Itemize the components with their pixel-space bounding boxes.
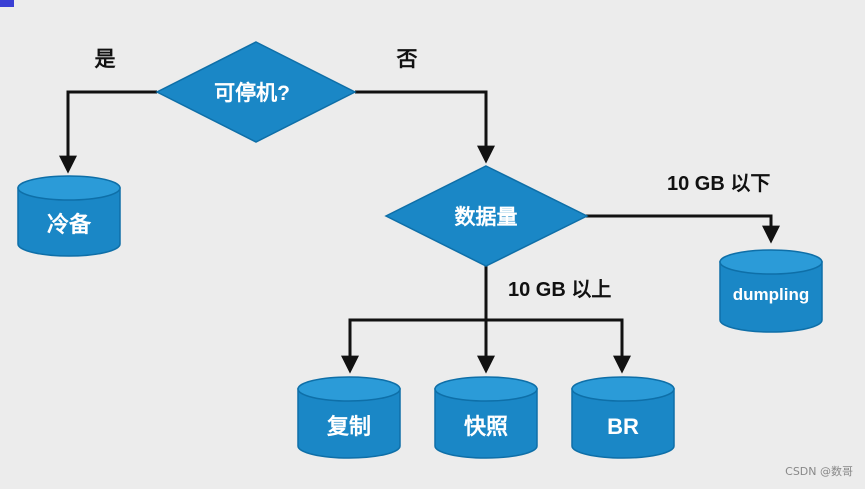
edge-above-10gb-to-replication — [341, 318, 486, 374]
snapshot-label: 快照 — [464, 414, 508, 439]
cylinder-replication: 复制 — [297, 376, 401, 459]
edge-label-yes: 是 — [95, 48, 116, 71]
edge-yes-to-cold-backup — [59, 90, 157, 174]
decision-can-stop-label: 可停机? — [214, 81, 290, 105]
edge-label-no: 否 — [397, 48, 418, 71]
cylinder-cold-backup: 冷备 — [17, 175, 121, 257]
corner-accent-mark — [0, 0, 14, 7]
dumpling-label: dumpling — [733, 285, 809, 304]
edge-below-10gb-to-dumpling — [585, 214, 780, 244]
cylinder-snapshot: 快照 — [434, 376, 538, 459]
edge-above-10gb-to-br — [486, 318, 631, 374]
edge-label-above-10gb: 10 GB 以上 — [508, 278, 611, 301]
replication-label: 复制 — [326, 414, 371, 439]
br-label: BR — [607, 414, 639, 439]
edge-no-to-data-size — [355, 90, 495, 164]
decision-can-stop: 可停机? — [155, 41, 357, 143]
edge-label-below-10gb: 10 GB 以下 — [667, 172, 770, 195]
cold-backup-label: 冷备 — [47, 212, 92, 237]
edges — [59, 90, 780, 374]
decision-data-size-label: 数据量 — [455, 206, 518, 229]
decision-data-size: 数据量 — [384, 165, 589, 267]
cylinder-br: BR — [571, 376, 675, 459]
cylinder-dumpling: dumpling — [719, 249, 823, 333]
watermark: CSDN @数哥 — [785, 465, 853, 478]
